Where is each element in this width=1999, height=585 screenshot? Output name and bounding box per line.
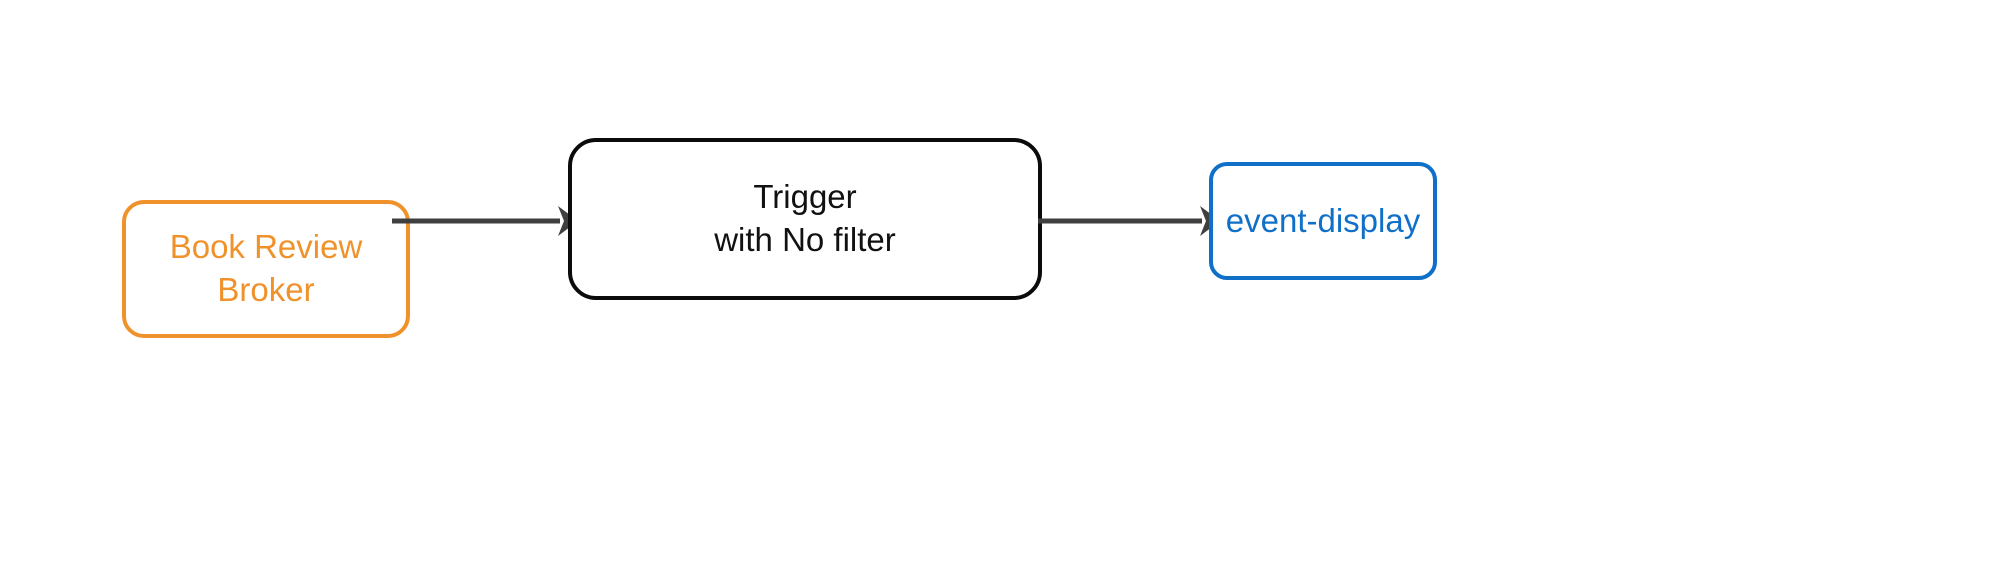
node-trigger[interactable]: Trigger with No filter bbox=[568, 138, 1042, 300]
node-book-review-broker[interactable]: Book Review Broker bbox=[122, 200, 410, 338]
node-label-trigger: Trigger with No filter bbox=[714, 178, 896, 258]
node-event-display[interactable]: event-display bbox=[1209, 162, 1437, 280]
node-label-sink: event-display bbox=[1225, 201, 1421, 239]
node-label-broker: Book Review Broker bbox=[169, 228, 363, 308]
edge-trigger-to-sink bbox=[1038, 201, 1220, 241]
edge-broker-to-trigger bbox=[392, 201, 578, 241]
